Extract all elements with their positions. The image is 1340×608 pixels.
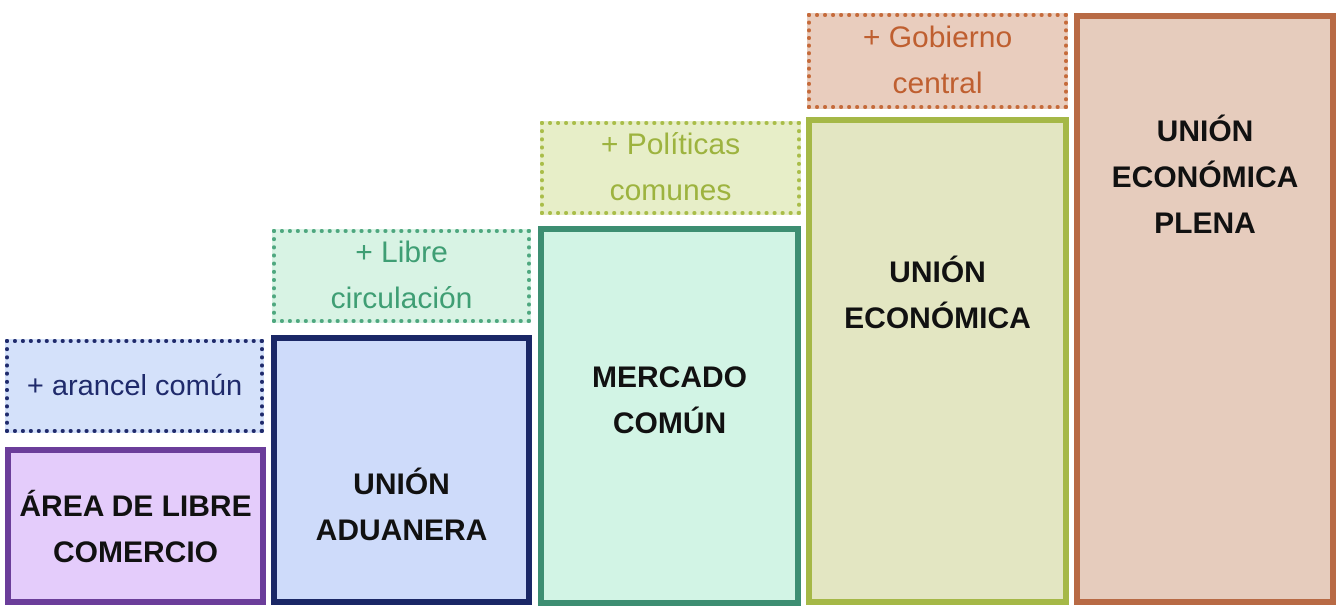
- addition-free-movement: + Libre circulación: [272, 229, 531, 323]
- stage-label: UNIÓN ADUANERA: [315, 468, 488, 547]
- addition-label: + Gobierno central: [862, 21, 1013, 100]
- stage-label: ÁREA DE LIBRE COMERCIO: [19, 490, 252, 569]
- addition-common-policies: + Políticas comunes: [540, 121, 801, 215]
- stage-customs-union: UNIÓN ADUANERA: [271, 335, 532, 605]
- stage-label: MERCADO COMÚN: [592, 361, 747, 440]
- stage-economic-union: UNIÓN ECONÓMICA: [806, 117, 1069, 605]
- addition-common-tariff: + arancel común: [5, 339, 264, 433]
- stage-label: UNIÓN ECONÓMICA PLENA: [1111, 115, 1299, 240]
- stage-free-trade-area: ÁREA DE LIBRE COMERCIO: [5, 447, 266, 605]
- stage-common-market: MERCADO COMÚN: [538, 226, 801, 606]
- addition-central-government: + Gobierno central: [807, 13, 1068, 109]
- stage-label: UNIÓN ECONÓMICA: [844, 256, 1031, 335]
- addition-label: + arancel común: [26, 370, 243, 402]
- addition-label: + Políticas comunes: [600, 128, 741, 207]
- addition-label: + Libre circulación: [330, 236, 473, 315]
- stage-full-economic-union: UNIÓN ECONÓMICA PLENA: [1074, 13, 1336, 605]
